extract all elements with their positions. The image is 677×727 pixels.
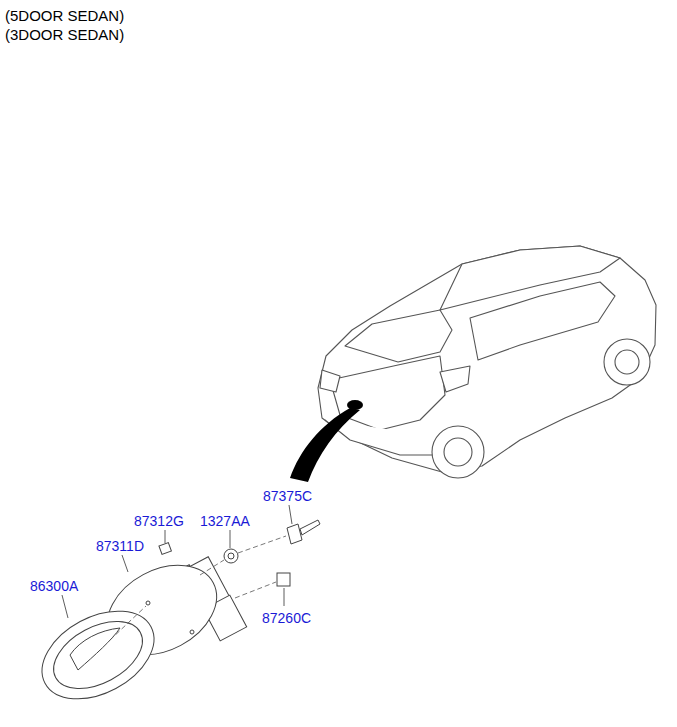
pad [159, 543, 171, 555]
nut-hole [228, 553, 234, 559]
callout-number: 87375C [263, 489, 312, 503]
assembly-line [235, 582, 276, 598]
callout-number: 87312G [134, 514, 184, 528]
rear-window [345, 310, 452, 362]
callout-number: 87311D [96, 539, 144, 553]
variant-note: (5DOOR SEDAN) [5, 8, 124, 23]
leader-line [289, 505, 292, 524]
variant-note: (3DOOR SEDAN) [5, 27, 124, 42]
bolt-shaft [300, 520, 320, 535]
leader-line [62, 595, 68, 618]
bolt [287, 524, 302, 544]
emblem-ring [27, 593, 169, 716]
rear-wheel [432, 426, 484, 478]
side-window [470, 282, 615, 360]
leader-line [165, 530, 166, 543]
pointer-swoosh [290, 408, 360, 482]
assembly-line [238, 536, 286, 553]
assembly-line [200, 560, 224, 575]
plate-hole [190, 630, 194, 634]
tail-lamp [440, 366, 470, 392]
callout-number: 86300A [30, 579, 78, 593]
callout-number: 87260C [262, 611, 311, 625]
emblem-logo [70, 628, 120, 670]
callout-number: 1327AA [200, 514, 250, 528]
front-wheel [604, 339, 650, 385]
plate-hole [146, 601, 150, 605]
emblem-inner [42, 608, 153, 703]
clip [277, 573, 290, 586]
assembly-line [110, 606, 146, 640]
leader-line [230, 530, 231, 548]
car-body [318, 246, 656, 472]
leader-line [284, 588, 285, 606]
front-wheel-hub [615, 350, 639, 374]
rear-wheel-hub [444, 438, 472, 466]
tail-lamp-left [320, 370, 340, 392]
nut [224, 549, 238, 563]
leader-line [122, 555, 128, 572]
